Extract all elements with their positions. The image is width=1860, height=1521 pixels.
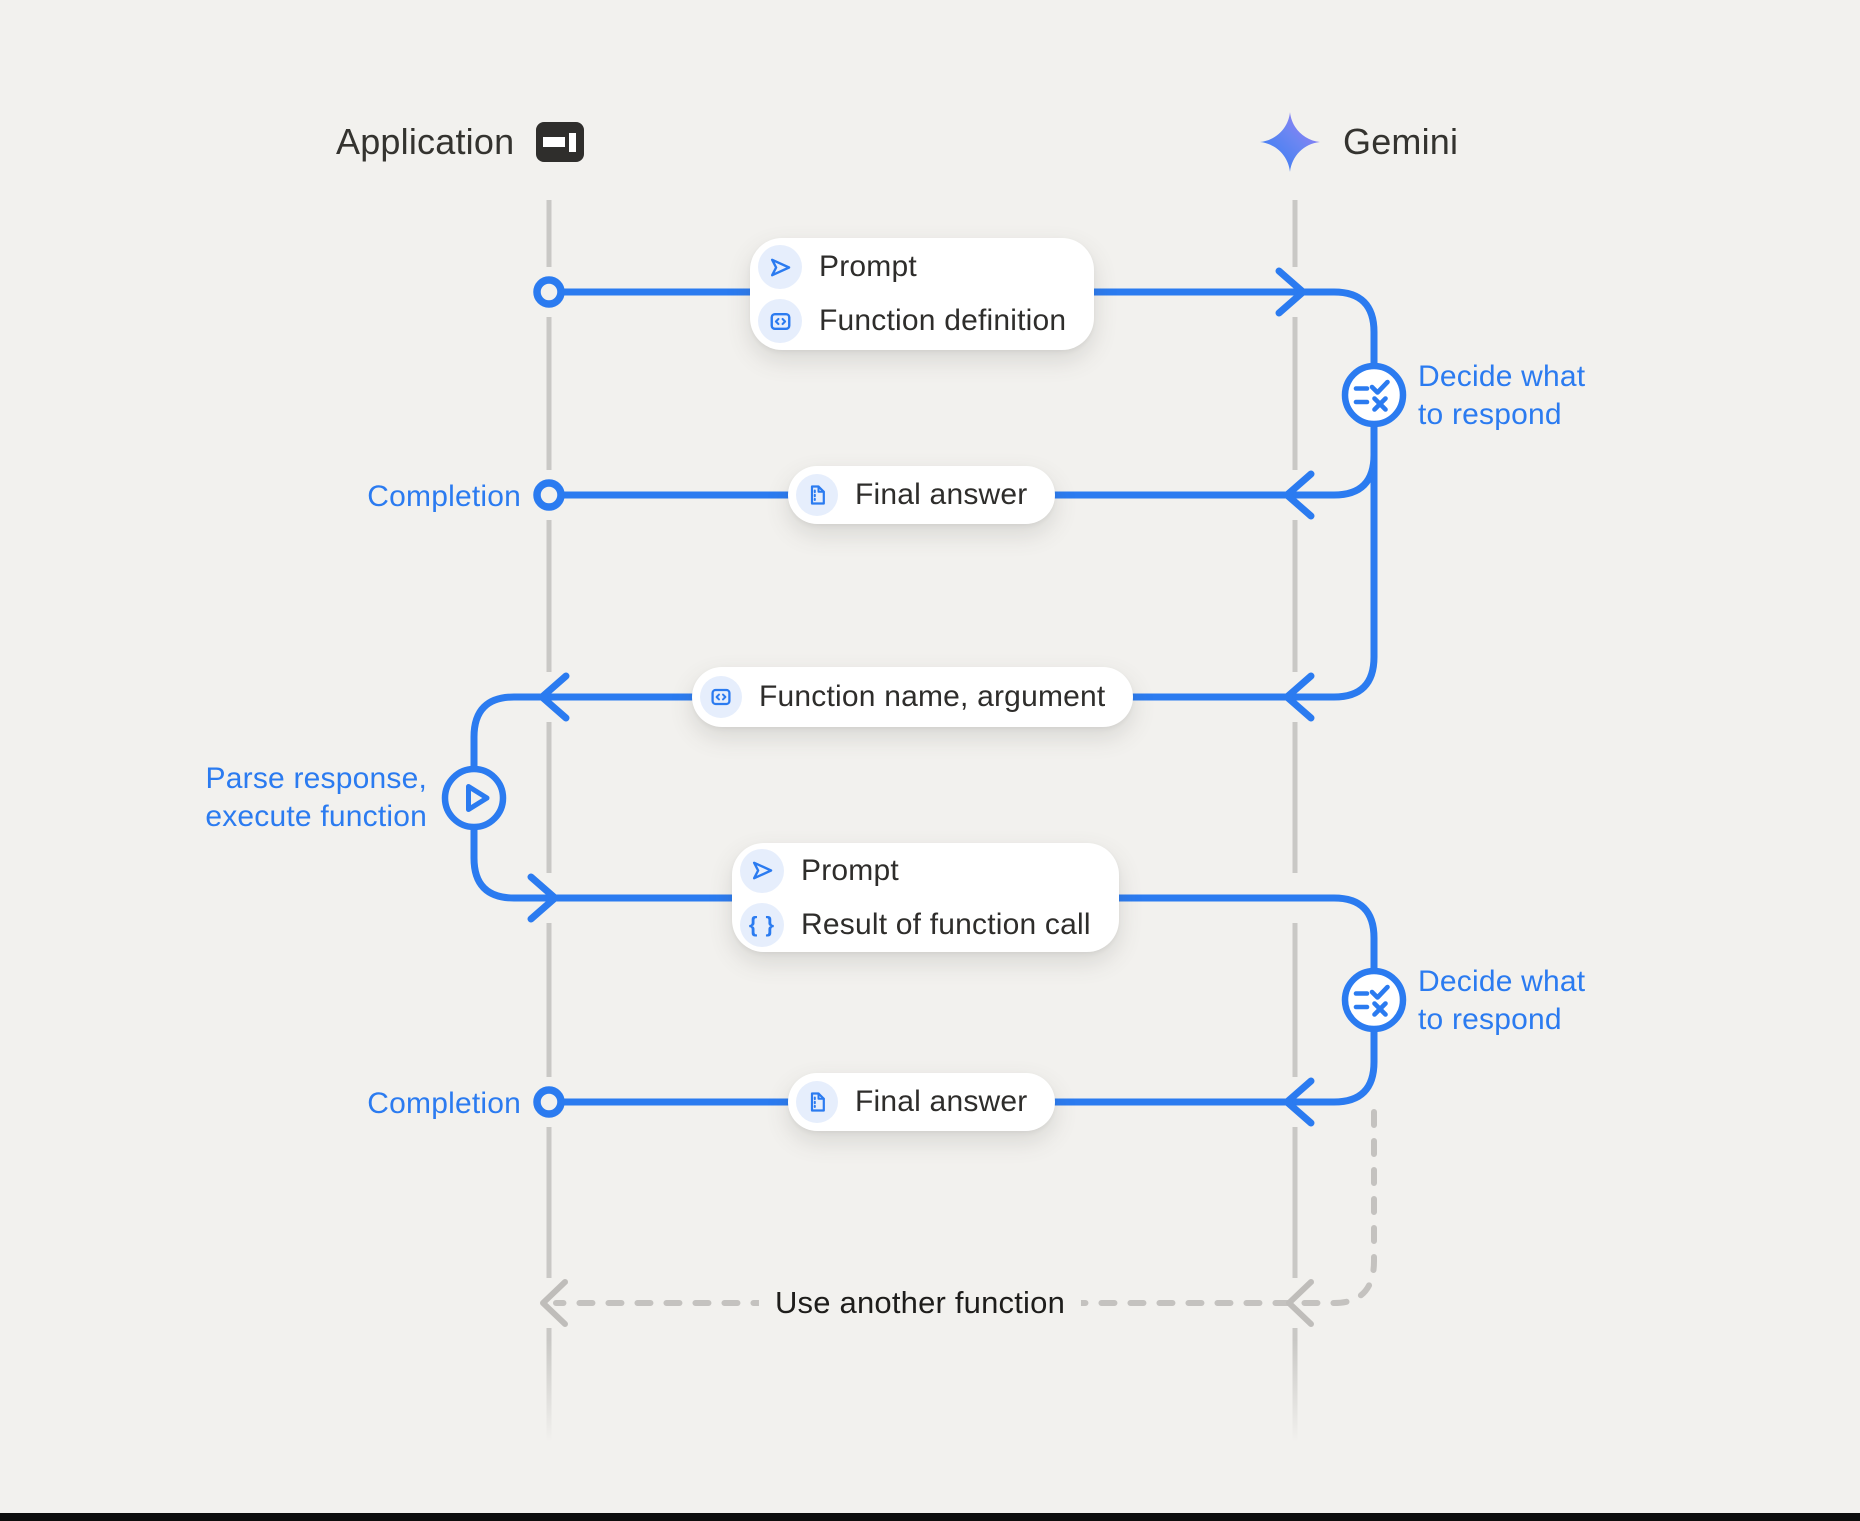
decide-checklist-icon — [1341, 967, 1407, 1033]
completion-label-2: Completion — [367, 1087, 521, 1120]
decide-checklist-icon — [1341, 362, 1407, 428]
prompt-row: Prompt — [758, 245, 1066, 289]
document-icon — [796, 1081, 838, 1123]
play-icon — [441, 765, 507, 831]
decide-label-1: Decide what to respond — [1418, 360, 1586, 431]
function-definition-label: Function definition — [819, 304, 1067, 337]
arrow-left-final-answer-1 — [1283, 470, 1315, 520]
final-answer-box-2: Final answer — [788, 1073, 1056, 1131]
final-answer-branch — [545, 451, 1378, 499]
final-answer-row: Final answer — [796, 474, 1027, 516]
arrow-left-use-another-app — [540, 1279, 568, 1327]
prompt-label: Prompt — [801, 853, 899, 887]
arrow-left-function-name-gemini — [1283, 672, 1315, 722]
send-icon — [740, 848, 784, 893]
start-marker-prompt — [533, 276, 565, 308]
decide-node-2 — [1341, 967, 1407, 1033]
prompt-row: Prompt — [740, 848, 1091, 893]
parse-execute-node — [441, 765, 507, 831]
direction-chevrons — [527, 267, 1315, 1127]
application-title: Application — [336, 121, 515, 162]
function-name-label: Function name, argument — [759, 680, 1106, 713]
function-definition-row: Function definition — [758, 299, 1066, 343]
bottom-edge-bar — [0, 1513, 1860, 1521]
result-row: { } Result of function call — [740, 902, 1091, 947]
arrow-right-prompt-result — [527, 873, 559, 923]
result-label: Result of function call — [801, 907, 1091, 941]
braces-icon: { } — [740, 902, 784, 947]
gemini-star-icon — [1260, 112, 1320, 172]
final-answer-box-1: Final answer — [788, 466, 1056, 524]
prompt-result-box: Prompt { } Result of function call — [732, 843, 1119, 952]
send-icon — [758, 245, 802, 289]
final-answer-label: Final answer — [855, 478, 1028, 511]
end-marker-completion-2 — [533, 1086, 565, 1118]
code-box-icon — [758, 299, 802, 343]
app-window-icon — [536, 122, 585, 162]
arrow-left-final-answer-2 — [1283, 1077, 1315, 1127]
decide-node-1 — [1341, 362, 1407, 428]
application-header: Application — [336, 121, 585, 162]
use-another-function-path — [553, 1109, 1377, 1306]
gemini-header: Gemini — [1259, 110, 1458, 174]
completion-label-1: Completion — [367, 480, 521, 513]
arrow-right-prompt — [1275, 267, 1307, 317]
document-icon — [796, 474, 838, 516]
decide-label-2: Decide what to respond — [1418, 965, 1586, 1036]
function-name-box: Function name, argument — [692, 667, 1134, 727]
prompt-label: Prompt — [819, 250, 917, 283]
arrow-left-use-another-gemini — [1286, 1279, 1314, 1327]
code-box-icon — [700, 676, 742, 718]
parse-execute-label: Parse response, execute function — [205, 762, 427, 833]
final-answer-row: Final answer — [796, 1081, 1027, 1123]
prompt-definition-box: Prompt Function definition — [750, 238, 1095, 350]
final-answer-label: Final answer — [855, 1085, 1028, 1118]
use-another-function-label: Use another function — [758, 1283, 1082, 1323]
end-marker-completion-1 — [533, 479, 565, 511]
gemini-title: Gemini — [1343, 121, 1459, 162]
endpoint-markers — [533, 276, 565, 1118]
gray-chevrons — [540, 1279, 1314, 1327]
function-name-row: Function name, argument — [700, 676, 1105, 718]
arrow-left-function-name-app — [538, 672, 570, 722]
